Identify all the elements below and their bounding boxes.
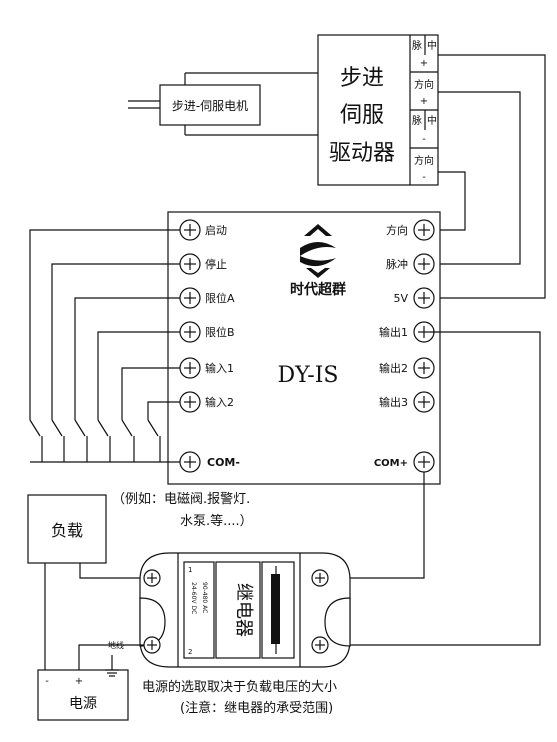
svg-text:中: 中 bbox=[427, 39, 437, 52]
svg-text:方向: 方向 bbox=[414, 154, 434, 167]
relay-coil-panel bbox=[261, 561, 295, 659]
note-relay-range: (注意：继电器的承受范围) bbox=[180, 700, 333, 716]
terminal-output-2[interactable]: 输出2 bbox=[379, 357, 435, 379]
relay-title: 继电器 bbox=[233, 583, 254, 637]
stepper-servo-driver: 步进 伺服 驱动器 脉 中 + 方向 + 脉 中 - 方向 - bbox=[317, 34, 439, 186]
svg-text:COM+: COM+ bbox=[374, 458, 408, 469]
terminal-output-1[interactable]: 输出1 bbox=[379, 321, 435, 343]
svg-text:+: + bbox=[420, 58, 428, 69]
svg-text:脉冲: 脉冲 bbox=[386, 257, 408, 271]
svg-text:输出3: 输出3 bbox=[379, 395, 408, 409]
controller-box bbox=[167, 211, 441, 485]
svg-text:限位A: 限位A bbox=[205, 291, 235, 305]
terminal-com-minus[interactable]: COM- bbox=[179, 451, 240, 473]
power-plus-label: + bbox=[75, 676, 83, 687]
relay-coil-icon bbox=[271, 574, 280, 644]
switch-contacts bbox=[29, 419, 161, 462]
relay-housing bbox=[139, 552, 351, 668]
load: 负载 （例如：电磁阀.报警灯. 水泵.等....） bbox=[27, 491, 253, 670]
load-note-line1: （例如：电磁阀.报警灯. bbox=[112, 491, 250, 507]
relay-spec-ac: 90-480 AC bbox=[201, 582, 208, 613]
relay-title-panel bbox=[215, 561, 261, 659]
terminal-pulse[interactable]: 脉冲 bbox=[386, 253, 435, 275]
terminal-input-2[interactable]: 输入2 bbox=[179, 391, 234, 413]
relay-spec-dc: 24-60V DC bbox=[190, 582, 197, 614]
svg-text:方向: 方向 bbox=[414, 78, 434, 91]
svg-text:-: - bbox=[422, 134, 426, 145]
driver-title-line2: 伺服 bbox=[340, 103, 384, 128]
driver-terminal-pulse-plus[interactable]: 脉 中 + bbox=[412, 39, 437, 69]
driver-terminal-direction-plus[interactable]: 方向 + bbox=[414, 78, 434, 107]
svg-text:输出2: 输出2 bbox=[379, 361, 408, 375]
driver-controller-wires bbox=[430, 54, 546, 299]
input-switch-wiring bbox=[29, 229, 180, 463]
relay-terminal-output[interactable] bbox=[311, 636, 329, 654]
ground-label: 地线 bbox=[108, 640, 124, 650]
controller-model: DY-IS bbox=[278, 363, 339, 388]
relay-spec-panel bbox=[183, 561, 215, 659]
driver-terminal-pulse-minus[interactable]: 脉 中 - bbox=[412, 114, 437, 145]
relay: 24-60V DC 90-480 AC 1 2 继电器 bbox=[139, 552, 351, 668]
svg-text:方向: 方向 bbox=[386, 223, 408, 237]
relay-terminal-power[interactable] bbox=[143, 636, 161, 654]
svg-text:5V: 5V bbox=[393, 292, 408, 305]
load-box bbox=[27, 494, 107, 564]
svg-text:中: 中 bbox=[427, 114, 437, 127]
svg-text:限位B: 限位B bbox=[205, 325, 235, 339]
svg-text:脉: 脉 bbox=[412, 39, 422, 52]
terminal-limit-a[interactable]: 限位A bbox=[179, 287, 235, 309]
terminal-direction[interactable]: 方向 bbox=[386, 219, 435, 241]
load-note-line2: 水泵.等....） bbox=[180, 513, 253, 529]
controller-dy-is: 时代超群 DY-IS 启动 停止 限位A 限位B 输入1 输入2 C bbox=[167, 211, 441, 485]
driver-title-line3: 驱动器 bbox=[329, 141, 395, 166]
svg-text:输出1: 输出1 bbox=[379, 325, 408, 339]
power-box bbox=[37, 669, 129, 721]
terminal-output-3[interactable]: 输出3 bbox=[379, 391, 435, 413]
relay-terminal-load[interactable] bbox=[143, 569, 161, 587]
svg-text:-: - bbox=[422, 172, 426, 183]
terminal-stop[interactable]: 停止 bbox=[179, 253, 227, 275]
terminal-5v[interactable]: 5V bbox=[393, 287, 435, 309]
driver-terminal-direction-minus[interactable]: 方向 - bbox=[414, 154, 434, 183]
motor-label: 步进-伺服电机 bbox=[172, 99, 248, 113]
terminal-start[interactable]: 启动 bbox=[179, 219, 227, 241]
svg-text:启动: 启动 bbox=[205, 224, 227, 237]
note-power-selection: 电源的选取取决于负载电压的大小 bbox=[142, 679, 337, 695]
svg-text:脉: 脉 bbox=[412, 114, 422, 127]
svg-text:停止: 停止 bbox=[205, 257, 227, 271]
load-label: 负载 bbox=[51, 521, 83, 540]
power-supply: 电源 - + 地线 bbox=[37, 640, 144, 721]
relay-pin1: 1 bbox=[188, 566, 192, 574]
svg-text:输入1: 输入1 bbox=[205, 361, 234, 375]
brand-name: 时代超群 bbox=[290, 281, 346, 298]
power-minus-label: - bbox=[45, 676, 49, 687]
brand-logo-icon bbox=[300, 224, 336, 278]
output-relay-wiring bbox=[320, 331, 541, 646]
relay-terminal-com-plus[interactable] bbox=[311, 569, 329, 587]
terminal-limit-b[interactable]: 限位B bbox=[179, 321, 235, 343]
svg-text:COM-: COM- bbox=[207, 456, 240, 469]
svg-text:输入2: 输入2 bbox=[205, 395, 234, 409]
motor-box bbox=[159, 84, 261, 126]
driver-title-line1: 步进 bbox=[340, 66, 384, 91]
relay-pin2: 2 bbox=[188, 648, 192, 656]
power-label: 电源 bbox=[69, 696, 97, 712]
terminal-input-1[interactable]: 输入1 bbox=[179, 357, 234, 379]
svg-text:+: + bbox=[420, 96, 428, 107]
stepper-servo-motor: 步进-伺服电机 bbox=[128, 72, 330, 136]
